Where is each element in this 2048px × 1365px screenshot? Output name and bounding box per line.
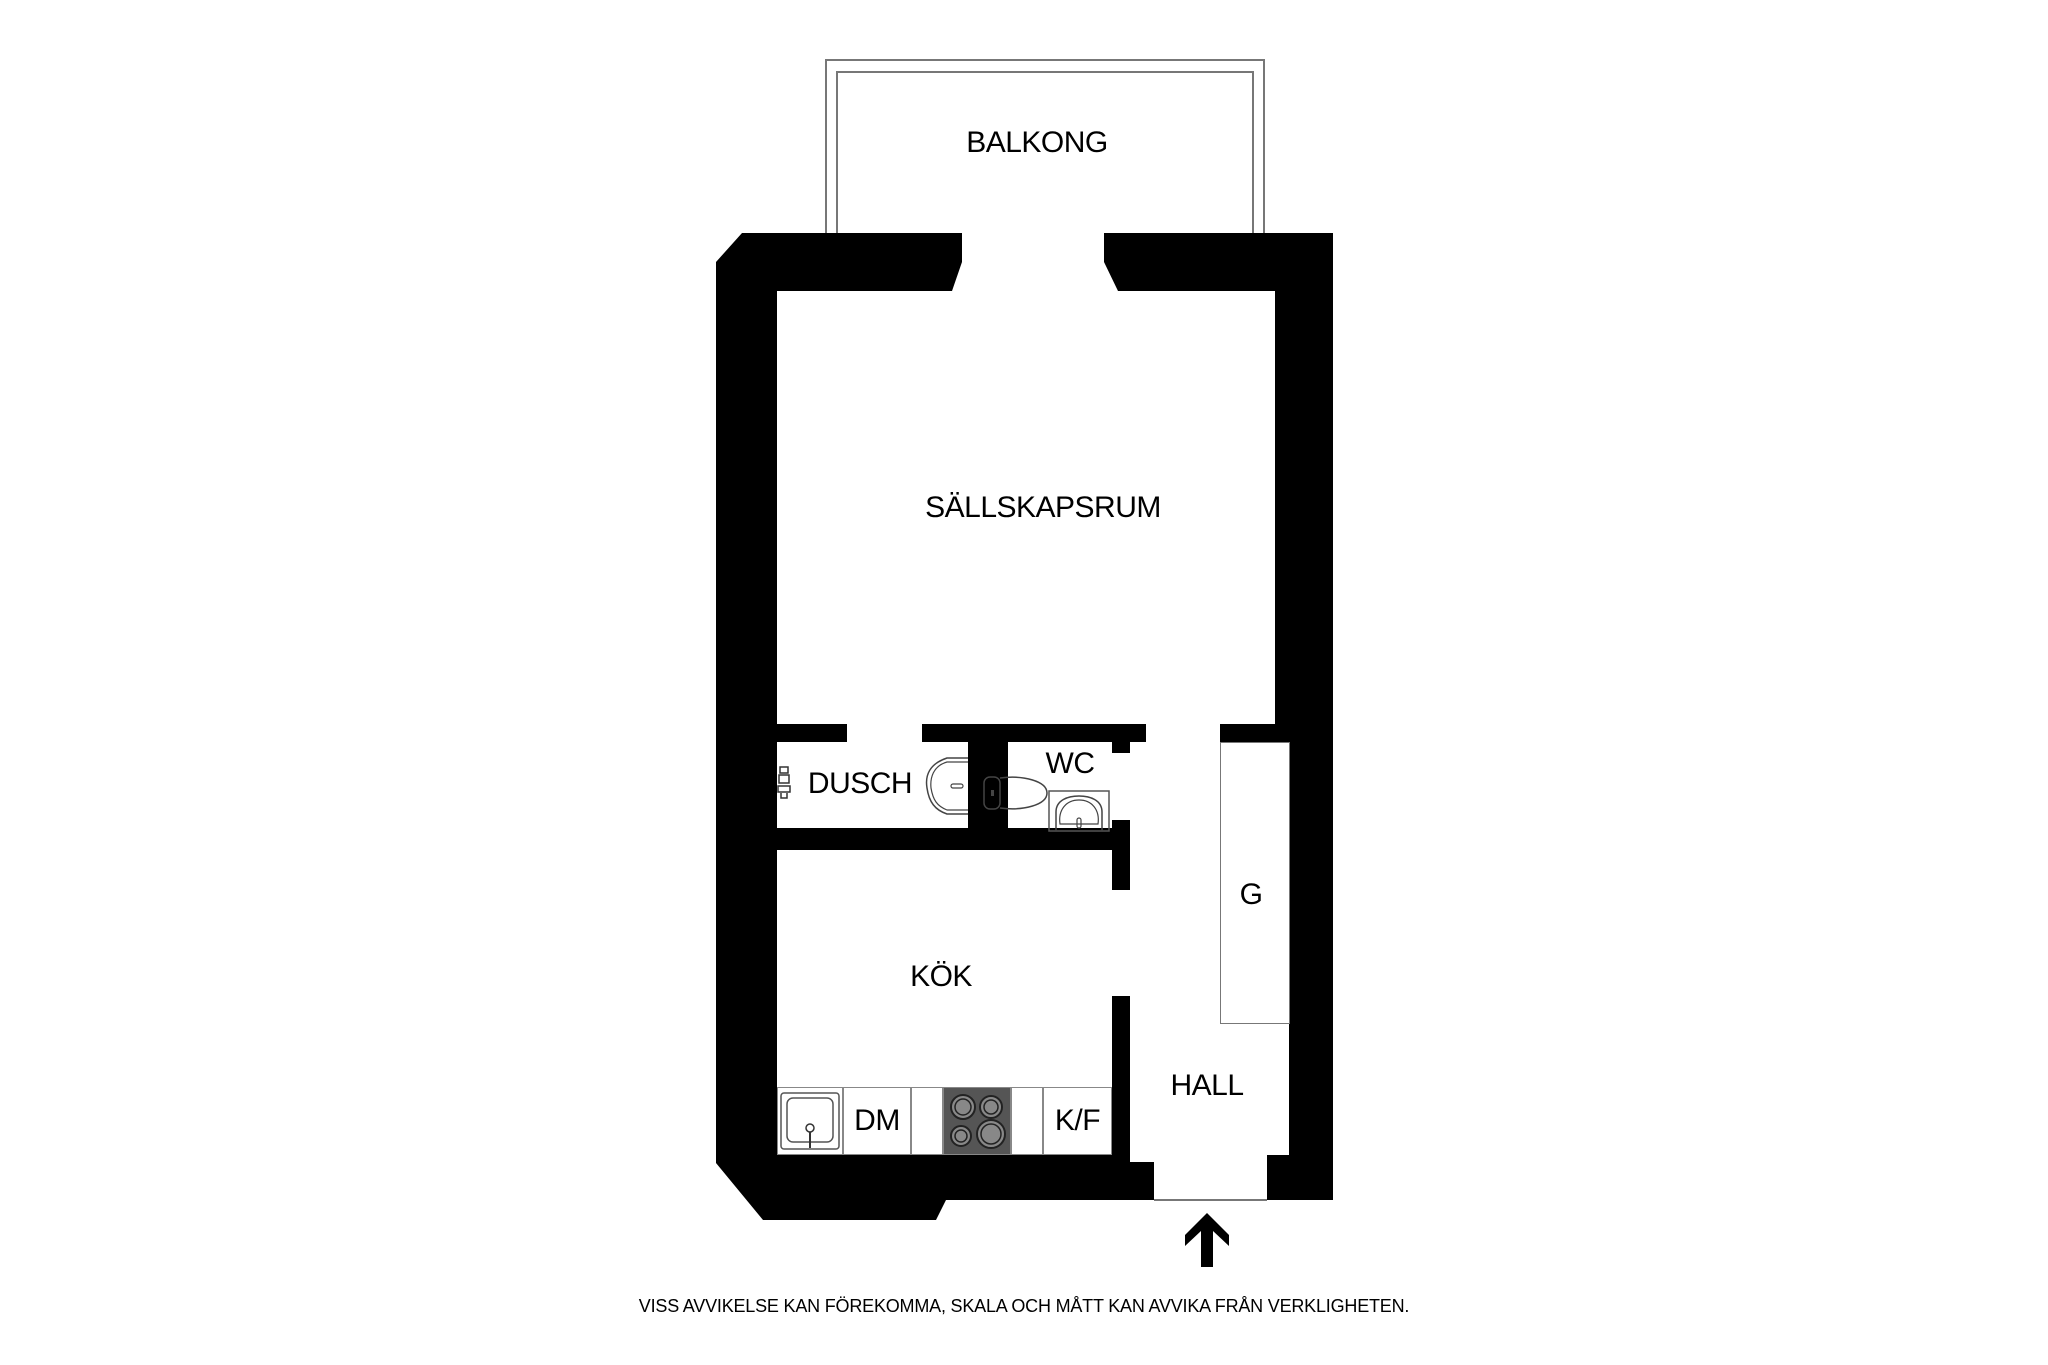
entrance-arrow-icon bbox=[1185, 1213, 1229, 1267]
room-label-shower: DUSCH bbox=[807, 767, 913, 800]
toilet-icon bbox=[983, 776, 1048, 810]
stove bbox=[943, 1087, 1011, 1155]
shower-sink-icon bbox=[925, 757, 968, 815]
room-label-toilet: WC bbox=[1045, 747, 1095, 780]
disclaimer: VISS AVVIKELSE KAN FÖREKOMMA, SKALA OCH … bbox=[638, 1296, 1410, 1316]
appliance-label-fridge-freezer: K/F bbox=[1054, 1104, 1101, 1137]
entrance-threshold bbox=[1154, 1199, 1267, 1201]
room-label-kitchen: KÖK bbox=[910, 960, 972, 993]
dishwasher: DM bbox=[843, 1087, 911, 1155]
wardrobe bbox=[1220, 742, 1290, 1024]
appliance-label-dishwasher: DM bbox=[854, 1104, 900, 1137]
counter-blank bbox=[1011, 1087, 1043, 1155]
kitchen-counter: DM K/F bbox=[777, 1087, 1112, 1155]
counter-blank bbox=[911, 1087, 943, 1155]
room-label-living-room: SÄLLSKAPSRUM bbox=[925, 491, 1161, 524]
kitchen-sink bbox=[777, 1087, 843, 1155]
sink-icon bbox=[780, 1092, 840, 1150]
room-label-hall: HALL bbox=[1170, 1069, 1244, 1102]
balcony-inner-rail bbox=[836, 71, 1254, 236]
room-label-balcony: BALKONG bbox=[966, 126, 1108, 159]
shower-head-icon bbox=[777, 766, 791, 799]
toilet-sink-icon bbox=[1048, 790, 1110, 832]
room-label-wardrobe: G bbox=[1239, 878, 1263, 911]
fridge-freezer: K/F bbox=[1043, 1087, 1112, 1155]
stove-burners-icon bbox=[950, 1094, 1006, 1149]
